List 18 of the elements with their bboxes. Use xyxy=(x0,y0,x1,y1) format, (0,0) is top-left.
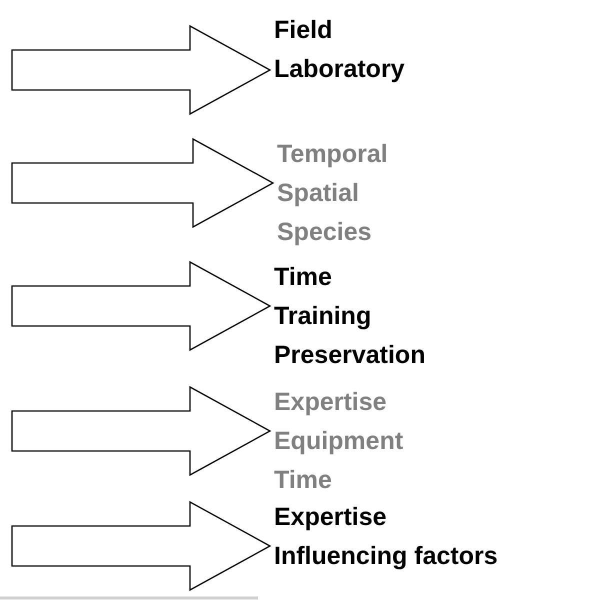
list-item-text: Expertise xyxy=(274,387,387,418)
block-arrow xyxy=(11,260,272,352)
list-item-text: Spatial xyxy=(277,178,359,209)
block-arrow xyxy=(11,138,274,228)
block-arrow xyxy=(11,24,272,116)
list-item-text: Equipment xyxy=(274,426,404,457)
list-item-text: Field xyxy=(274,15,332,46)
list-item-text: Species xyxy=(277,217,372,248)
list-item-text: Time xyxy=(274,262,332,293)
block-arrow xyxy=(11,500,272,592)
list-item-text: Temporal xyxy=(277,139,388,170)
list-item-text: Laboratory xyxy=(274,54,405,85)
list-item-text: Time xyxy=(274,465,332,496)
list-item-text: Training xyxy=(274,301,372,332)
list-item-text: Influencing factors xyxy=(274,541,498,572)
list-item-text: Expertise xyxy=(274,502,387,533)
block-arrow xyxy=(11,386,272,476)
list-item-text: Preservation xyxy=(274,340,426,371)
